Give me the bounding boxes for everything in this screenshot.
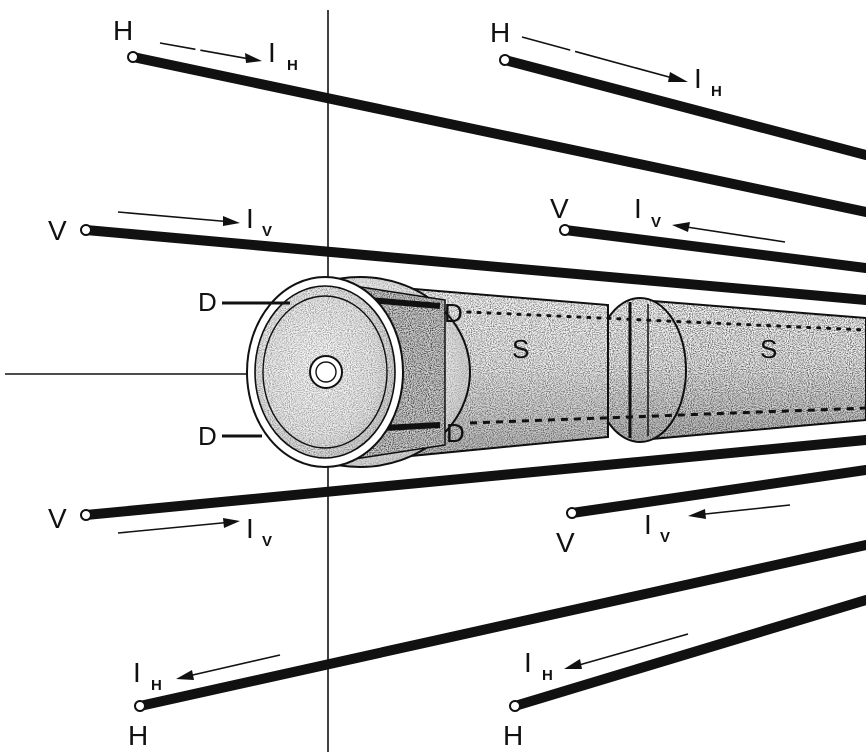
svg-text:I: I <box>268 37 276 68</box>
rod-set <box>81 52 866 711</box>
current-arrows <box>117 36 791 678</box>
svg-text:H: H <box>151 677 162 694</box>
arrow-ih-top-left <box>159 42 256 61</box>
label-h-top-left: H <box>113 15 133 46</box>
label-iv-right-lower: I V <box>644 509 670 546</box>
label-d-left-top: D <box>198 287 217 317</box>
arrowheads <box>176 53 706 680</box>
label-s-right: S <box>760 334 777 364</box>
beam-aperture <box>309 355 343 389</box>
rod-h-top-left <box>128 52 866 217</box>
svg-text:I: I <box>694 63 702 94</box>
svg-text:I: I <box>524 647 532 678</box>
rod-h-bottom-left <box>135 540 866 711</box>
label-v-left-lower: V <box>48 503 67 534</box>
svg-text:I: I <box>246 513 254 544</box>
rod-v-left-lower <box>81 435 866 520</box>
svg-text:H: H <box>711 83 722 100</box>
rod-v-left-upper <box>81 225 866 305</box>
arrow-ih-bottom-right <box>571 633 689 668</box>
label-iv-left-lower: I V <box>246 513 272 550</box>
dotted-guide-top <box>466 310 866 332</box>
rod-h-bottom-right <box>510 595 866 711</box>
svg-text:V: V <box>660 529 670 546</box>
svg-text:H: H <box>542 667 553 684</box>
arrow-iv-left-upper <box>117 211 233 223</box>
svg-text:V: V <box>262 223 272 240</box>
rod-v-right-lower <box>567 465 866 518</box>
label-ih-bottom-right: I H <box>524 647 553 684</box>
svg-text:V: V <box>262 533 272 550</box>
arrow-iv-right-lower <box>695 504 791 516</box>
label-iv-right-upper: I V <box>634 193 661 231</box>
label-v-right-upper: V <box>550 193 569 224</box>
svg-text:V: V <box>651 214 661 231</box>
label-d-left-bottom: D <box>198 421 217 451</box>
arrow-ih-top-right <box>521 36 681 81</box>
label-ih-top-left: I H <box>268 37 298 74</box>
svg-text:I: I <box>644 509 652 540</box>
label-v-right-lower: V <box>556 527 575 558</box>
svg-text:I: I <box>246 203 254 234</box>
rod-v-right-upper <box>560 225 866 273</box>
rod-labels: H H V V V V H H <box>48 15 575 751</box>
label-ih-top-right: I H <box>694 63 722 100</box>
label-iv-left-upper: I V <box>246 203 272 240</box>
arrow-iv-right-upper <box>679 225 786 243</box>
arrow-ih-bottom-left <box>183 654 281 678</box>
svg-text:I: I <box>133 657 141 688</box>
svg-text:H: H <box>287 57 298 74</box>
label-ih-bottom-left: I H <box>133 657 162 694</box>
svg-text:I: I <box>634 193 642 224</box>
label-s-left: S <box>512 334 529 364</box>
beam-tube-assembly <box>222 276 866 468</box>
label-h-bottom-right: H <box>503 720 523 751</box>
label-d-right-bottom: D <box>446 418 465 448</box>
label-h-bottom-left: H <box>128 720 148 751</box>
rod-end-caps <box>80 51 578 712</box>
label-v-left-upper: V <box>48 215 67 246</box>
label-d-right-top: D <box>444 298 463 328</box>
dotted-guide-bottom <box>469 406 866 425</box>
front-face-ring-3 <box>262 295 388 449</box>
component-labels: D D D D S S <box>198 287 777 451</box>
rod-h-top-right <box>500 55 866 160</box>
arrow-iv-left-lower <box>117 521 233 534</box>
current-labels: I H I H I V I V I V I V I H I H <box>133 37 722 694</box>
label-h-top-right: H <box>490 17 510 48</box>
